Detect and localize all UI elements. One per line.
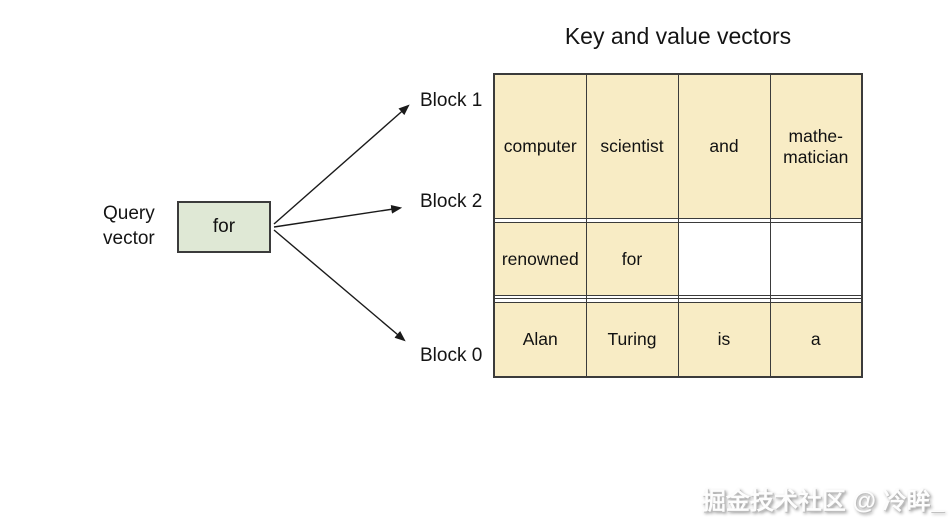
watermark-text: 掘金技术社区 @ 冷眸_ (701, 488, 944, 515)
table-cell: and (677, 73, 771, 220)
table-row: Alan Turing is a (493, 301, 863, 378)
table-cell: for (585, 221, 679, 296)
key-value-table: computer scientist and mathe- matician r… (493, 73, 863, 378)
table-title: Key and value vectors (564, 23, 792, 49)
table-row (493, 298, 863, 303)
table-row: computer scientist and mathe- matician (493, 73, 863, 220)
arrow-to-block-0 (273, 229, 406, 342)
table-cell: mathe- matician (769, 73, 863, 220)
table-row: renowned for (493, 221, 863, 296)
table-cell: Turing (585, 301, 679, 378)
table-cell (769, 298, 863, 303)
table-row (493, 294, 863, 300)
arrow-to-block-1 (273, 104, 410, 225)
table-cell: is (677, 301, 771, 378)
query-vector-value: for (212, 216, 236, 237)
table-cell: computer (493, 73, 587, 220)
table-row (493, 217, 863, 223)
table-cell (769, 221, 863, 296)
block-0-label: Block 0 (420, 345, 483, 366)
table-cell: a (769, 301, 863, 378)
query-vector-box: for (177, 201, 271, 253)
block-1-label: Block 1 (420, 90, 483, 111)
block-2-label: Block 2 (420, 191, 483, 212)
query-vector-label: Query vector (103, 203, 155, 249)
table-cell: Alan (493, 301, 587, 378)
table-cell (769, 217, 863, 223)
arrow-to-block-2 (273, 204, 403, 228)
table-cell (677, 221, 771, 296)
table-cell: scientist (585, 73, 679, 220)
table-cell: renowned (493, 221, 587, 296)
table-cell (769, 294, 863, 300)
